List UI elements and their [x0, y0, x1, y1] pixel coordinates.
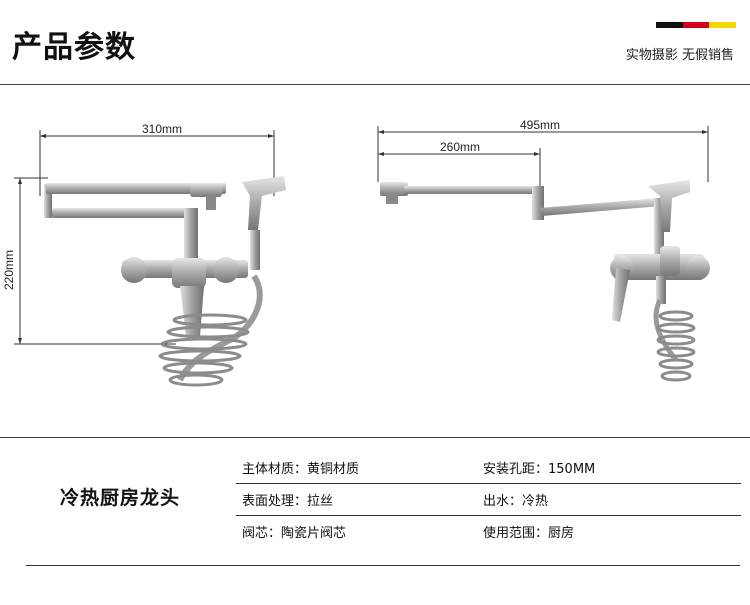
left-dimension-lines: [14, 130, 275, 345]
right-total-label: 495mm: [520, 118, 561, 132]
spec-material: 主体材质：黄铜材质: [242, 462, 360, 477]
page-title: 产品参数: [12, 30, 136, 65]
left-height-label: 220mm: [2, 249, 16, 290]
right-faucet: [380, 180, 710, 382]
flag-stripe-red: [682, 22, 710, 28]
left-width-label: 310mm: [142, 122, 183, 136]
left-faucet: [44, 176, 286, 387]
page-subtitle: 实物摄影 无假销售: [625, 48, 734, 63]
spec-water-output: 出水：冷热: [483, 494, 549, 509]
flag-stripe-black: [656, 22, 683, 28]
spec-row: 阀芯：陶瓷片阀芯 使用范围：厨房: [236, 516, 741, 547]
spec-table: 主体材质：黄铜材质 安装孔距：150MM 表面处理：拉丝 出水：冷热 阀芯：陶瓷…: [236, 452, 741, 547]
spec-row: 主体材质：黄铜材质 安装孔距：150MM: [236, 452, 741, 484]
flag-stripes: [656, 22, 737, 28]
bottom-divider: [26, 565, 740, 566]
spec-hole-distance: 安装孔距：150MM: [483, 462, 596, 477]
spec-valve-core: 阀芯：陶瓷片阀芯: [242, 526, 347, 541]
right-arm-label: 260mm: [440, 140, 481, 154]
right-dimension-lines: [377, 126, 709, 188]
spec-usage: 使用范围：厨房: [483, 526, 575, 541]
product-name: 冷热厨房龙头: [60, 487, 181, 509]
spec-row: 表面处理：拉丝 出水：冷热: [236, 484, 741, 516]
spec-finish: 表面处理：拉丝: [242, 494, 334, 509]
header-divider: [0, 84, 750, 85]
specs-top-divider: [0, 437, 750, 438]
flag-stripe-yellow: [709, 22, 737, 28]
